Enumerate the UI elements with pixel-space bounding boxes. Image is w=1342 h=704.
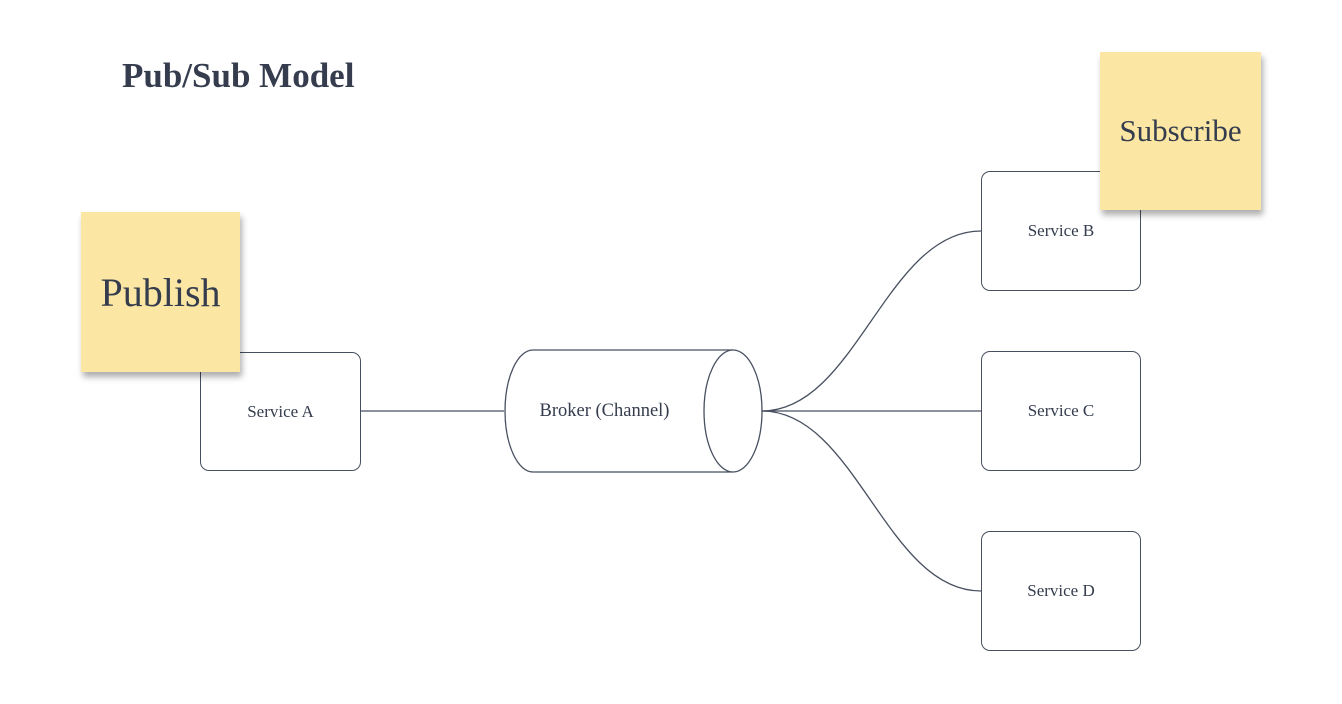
broker-cylinder-end-cap — [703, 349, 763, 473]
node-broker: Broker (Channel) — [505, 351, 704, 471]
sticky-note-publish: Publish — [81, 212, 240, 372]
node-service-c-label: Service C — [1027, 401, 1095, 420]
node-service-d: Service D — [981, 531, 1141, 651]
node-service-b-label: Service B — [1027, 221, 1095, 240]
sticky-note-subscribe: Subscribe — [1100, 52, 1261, 210]
diagram-title: Pub/Sub Model — [122, 56, 355, 95]
node-broker-label: Broker (Channel) — [539, 400, 670, 421]
sticky-note-publish-label: Publish — [100, 269, 221, 315]
edge-broker-to-service-d — [761, 410, 982, 592]
node-service-a-label: Service A — [247, 401, 314, 421]
node-service-d-label: Service D — [1027, 581, 1095, 600]
broker-cylinder-body — [504, 349, 733, 473]
node-service-b: Service B — [981, 171, 1141, 291]
sticky-note-subscribe-label: Subscribe — [1119, 113, 1242, 148]
node-service-c: Service C — [981, 351, 1141, 471]
edge-broker-to-service-b — [761, 230, 982, 412]
